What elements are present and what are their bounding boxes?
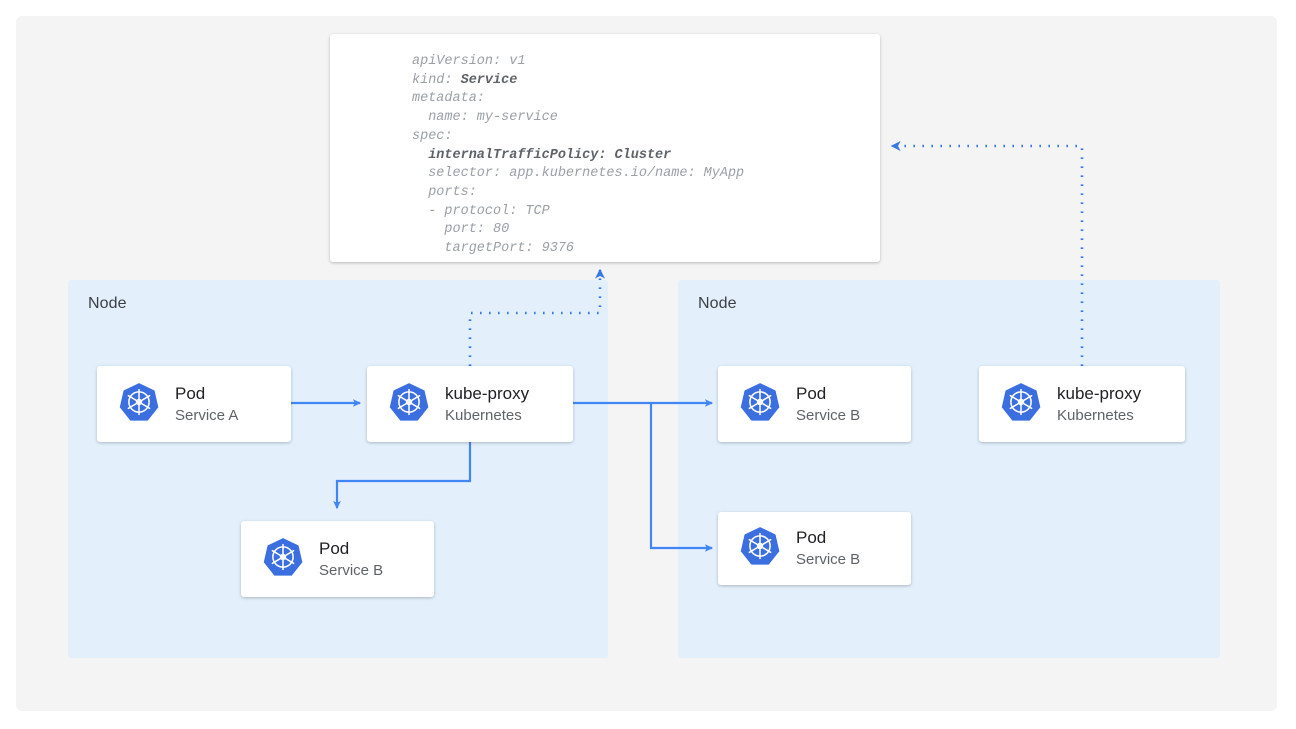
- node-right: Node: [678, 280, 1220, 658]
- yaml-line: name: my-service: [412, 110, 558, 126]
- kubernetes-icon: [740, 381, 780, 428]
- yaml-line: selector: app.kubernetes.io/name: MyApp: [412, 166, 745, 182]
- card-title: Pod: [796, 528, 827, 547]
- kubernetes-icon: [740, 525, 780, 572]
- yaml-line: apiVersion: v1: [412, 54, 526, 69]
- service-manifest-panel: apiVersion: v1 kind: Service metadata: n…: [330, 34, 880, 262]
- kube-proxy-left-text: kube-proxy Kubernetes: [445, 383, 529, 426]
- node-right-label: Node: [698, 295, 737, 312]
- yaml-line: - protocol: TCP: [412, 203, 550, 219]
- yaml-line: metadata:: [412, 91, 485, 107]
- pod-service-b-left[interactable]: Pod Service B: [241, 521, 434, 597]
- card-title: Pod: [175, 383, 206, 403]
- pod-service-b-left-text: Pod Service B: [319, 538, 383, 581]
- card-subtitle: Service B: [319, 561, 384, 579]
- pod-service-b-right-bottom-text: Pod Service B: [796, 527, 860, 570]
- yaml-line: kind: Service: [412, 72, 518, 88]
- kube-proxy-right-text: kube-proxy Kubernetes: [1057, 383, 1141, 426]
- card-title: Pod: [796, 383, 827, 403]
- card-subtitle: Kubernetes: [445, 406, 522, 424]
- yaml-line: targetPort: 9376: [412, 241, 575, 257]
- card-title: kube-proxy: [1057, 383, 1142, 403]
- yaml-line: port: 80: [412, 222, 510, 238]
- card-subtitle: Kubernetes: [1057, 406, 1134, 424]
- kubernetes-icon: [389, 381, 429, 428]
- kube-proxy-right[interactable]: kube-proxy Kubernetes: [979, 366, 1185, 442]
- card-subtitle: Service B: [796, 551, 861, 568]
- card-subtitle: Service B: [796, 406, 861, 424]
- card-title: kube-proxy: [445, 383, 530, 403]
- pod-service-b-right-bottom[interactable]: Pod Service B: [718, 512, 911, 585]
- yaml-line: spec:: [412, 128, 453, 144]
- node-left: Node: [68, 280, 608, 658]
- node-left-label: Node: [88, 295, 127, 312]
- pod-service-a-text: Pod Service A: [175, 383, 238, 426]
- card-title: Pod: [319, 538, 350, 558]
- card-subtitle: Service A: [175, 406, 239, 424]
- kubernetes-icon: [1001, 381, 1041, 428]
- kube-proxy-left[interactable]: kube-proxy Kubernetes: [367, 366, 573, 442]
- service-manifest-code: apiVersion: v1 kind: Service metadata: n…: [412, 53, 874, 259]
- pod-service-b-right-top[interactable]: Pod Service B: [718, 366, 911, 442]
- pod-service-b-right-top-text: Pod Service B: [796, 383, 860, 426]
- kubernetes-icon: [263, 536, 303, 583]
- yaml-line: ports:: [412, 184, 477, 200]
- pod-service-a[interactable]: Pod Service A: [97, 366, 291, 442]
- yaml-line-highlight: internalTrafficPolicy: Cluster: [412, 147, 672, 163]
- kubernetes-icon: [119, 381, 159, 428]
